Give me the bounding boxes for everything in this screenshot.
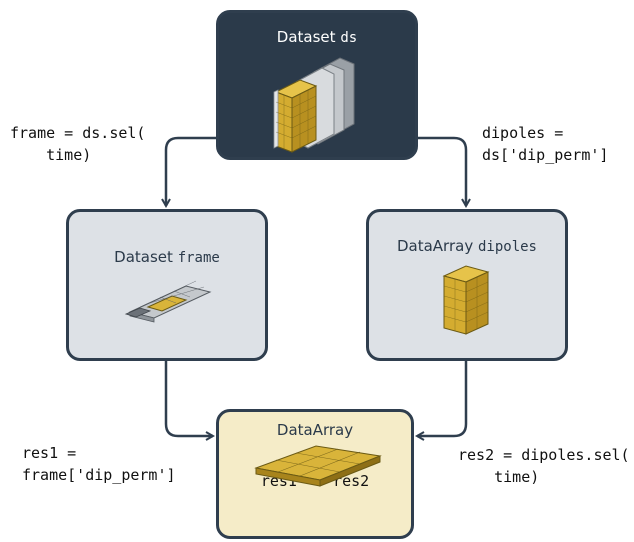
node-ds-title: Dataset ds: [276, 28, 358, 46]
ds-cube-icon: [273, 57, 355, 153]
node-result-title: DataArray: [276, 421, 354, 439]
arrow-dipoles-to-result: [417, 361, 468, 436]
edge-label-ds-to-frame: frame = ds.sel( time): [10, 124, 146, 164]
node-dipoles-title: DataArray dipoles: [396, 237, 537, 255]
node-frame-title: Dataset frame: [114, 248, 220, 266]
node-dataarray-dipoles: DataArray dipoles: [366, 209, 568, 361]
arrow-frame-to-result: [164, 361, 213, 436]
edge-label-dipoles-to-result: res2 = dipoles.sel( time): [458, 446, 630, 486]
result-slab-icon: [254, 445, 382, 487]
arrow-ds-to-frame: [166, 136, 216, 206]
edge-label-ds-to-dipoles: dipoles =ds['dip_perm']: [482, 124, 609, 164]
dipoles-cube-icon: [442, 265, 490, 335]
node-dataset-frame: Dataset frame: [66, 209, 268, 361]
frame-slice-icon: [124, 280, 212, 323]
arrow-ds-to-dipoles: [418, 136, 466, 206]
edge-label-frame-to-result: res1 =frame['dip_perm']: [22, 444, 176, 484]
